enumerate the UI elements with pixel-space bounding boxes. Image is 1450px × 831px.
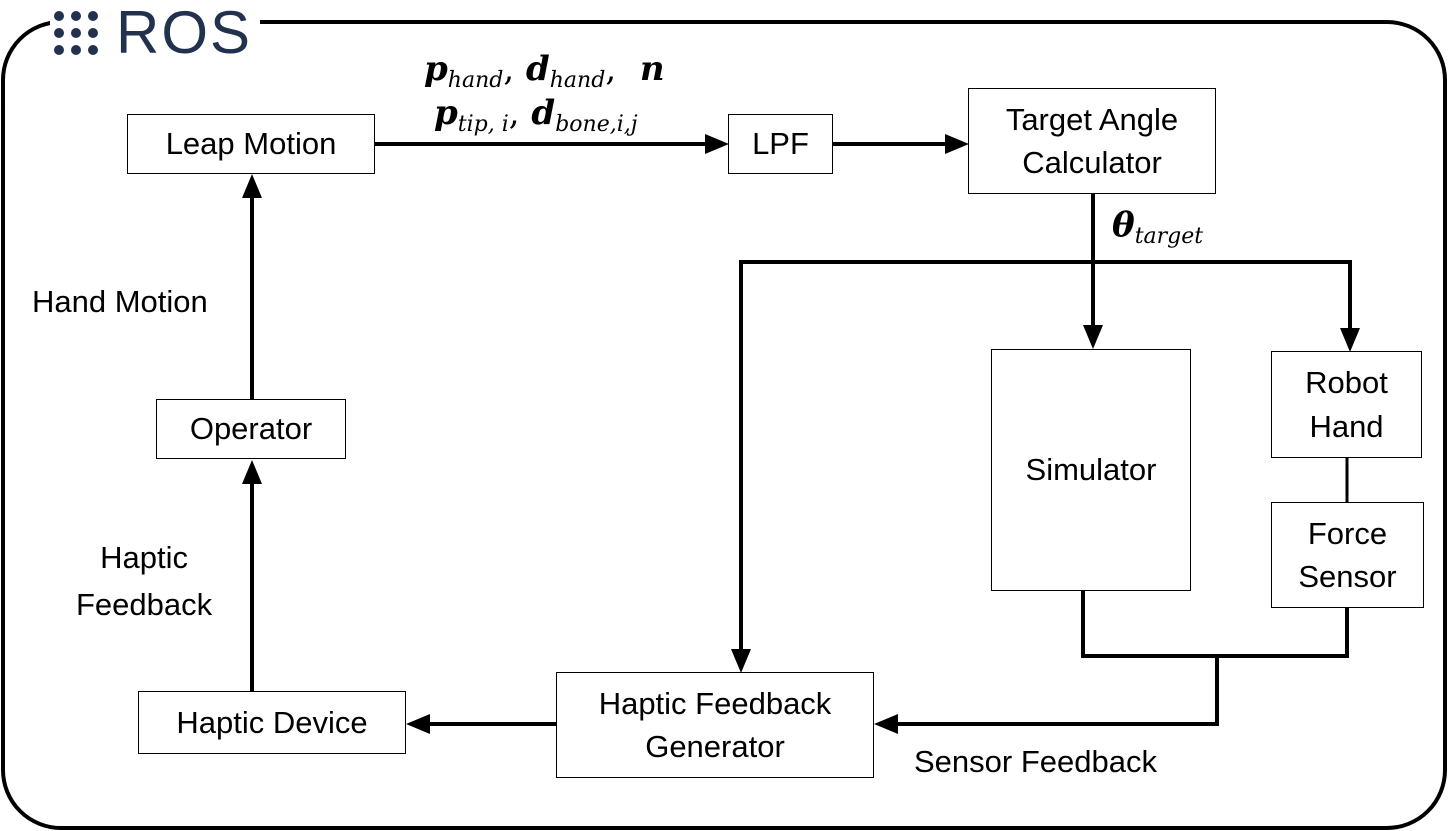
math-d-hand: dhand (525, 49, 606, 93)
math-finger-vectors: ptip, i, dbone,i,j (434, 93, 638, 137)
node-simulator: Simulator (991, 349, 1191, 591)
math-theta-target: θtarget (1112, 205, 1204, 249)
node-robot-hand: Robot Hand (1271, 351, 1422, 458)
node-haptic-device: Haptic Device (138, 691, 406, 754)
math-d-bone: dbone,i,j (531, 93, 638, 137)
label-hand-motion: Hand Motion (32, 284, 208, 319)
node-force-sensor: Force Sensor (1271, 502, 1424, 608)
node-target-angle-calculator: Target Angle Calculator (968, 88, 1216, 194)
math-p-tip: ptip, i (434, 93, 509, 137)
node-haptic-feedback-generator: Haptic Feedback Generator (556, 672, 874, 778)
math-hand-vectors: phand, dhand, n (424, 49, 665, 93)
math-n: n (639, 49, 665, 89)
arrowhead-haptic-device (406, 714, 430, 734)
arrowhead-target (945, 134, 969, 154)
arrowhead-lpf (705, 134, 729, 154)
math-p-hand: phand (424, 49, 504, 93)
ros-container-frame (1, 20, 1447, 830)
arrowhead-generator-right (874, 714, 898, 734)
ros-logo-text: ROS (116, 0, 253, 66)
arrowhead-robot-hand (1340, 328, 1360, 352)
arrowhead-simulator (1083, 325, 1103, 349)
node-operator: Operator (156, 399, 346, 459)
ros-dots-icon (54, 11, 98, 55)
arrowhead-operator (242, 460, 262, 484)
arrowhead-leap-motion (242, 174, 262, 198)
label-haptic-feedback: Haptic Feedback (76, 540, 213, 622)
arrowhead-generator-top (731, 649, 751, 673)
ros-logo: ROS (50, 0, 261, 66)
node-lpf: LPF (728, 114, 833, 174)
node-leap-motion: Leap Motion (127, 114, 375, 174)
label-sensor-feedback: Sensor Feedback (914, 744, 1157, 779)
